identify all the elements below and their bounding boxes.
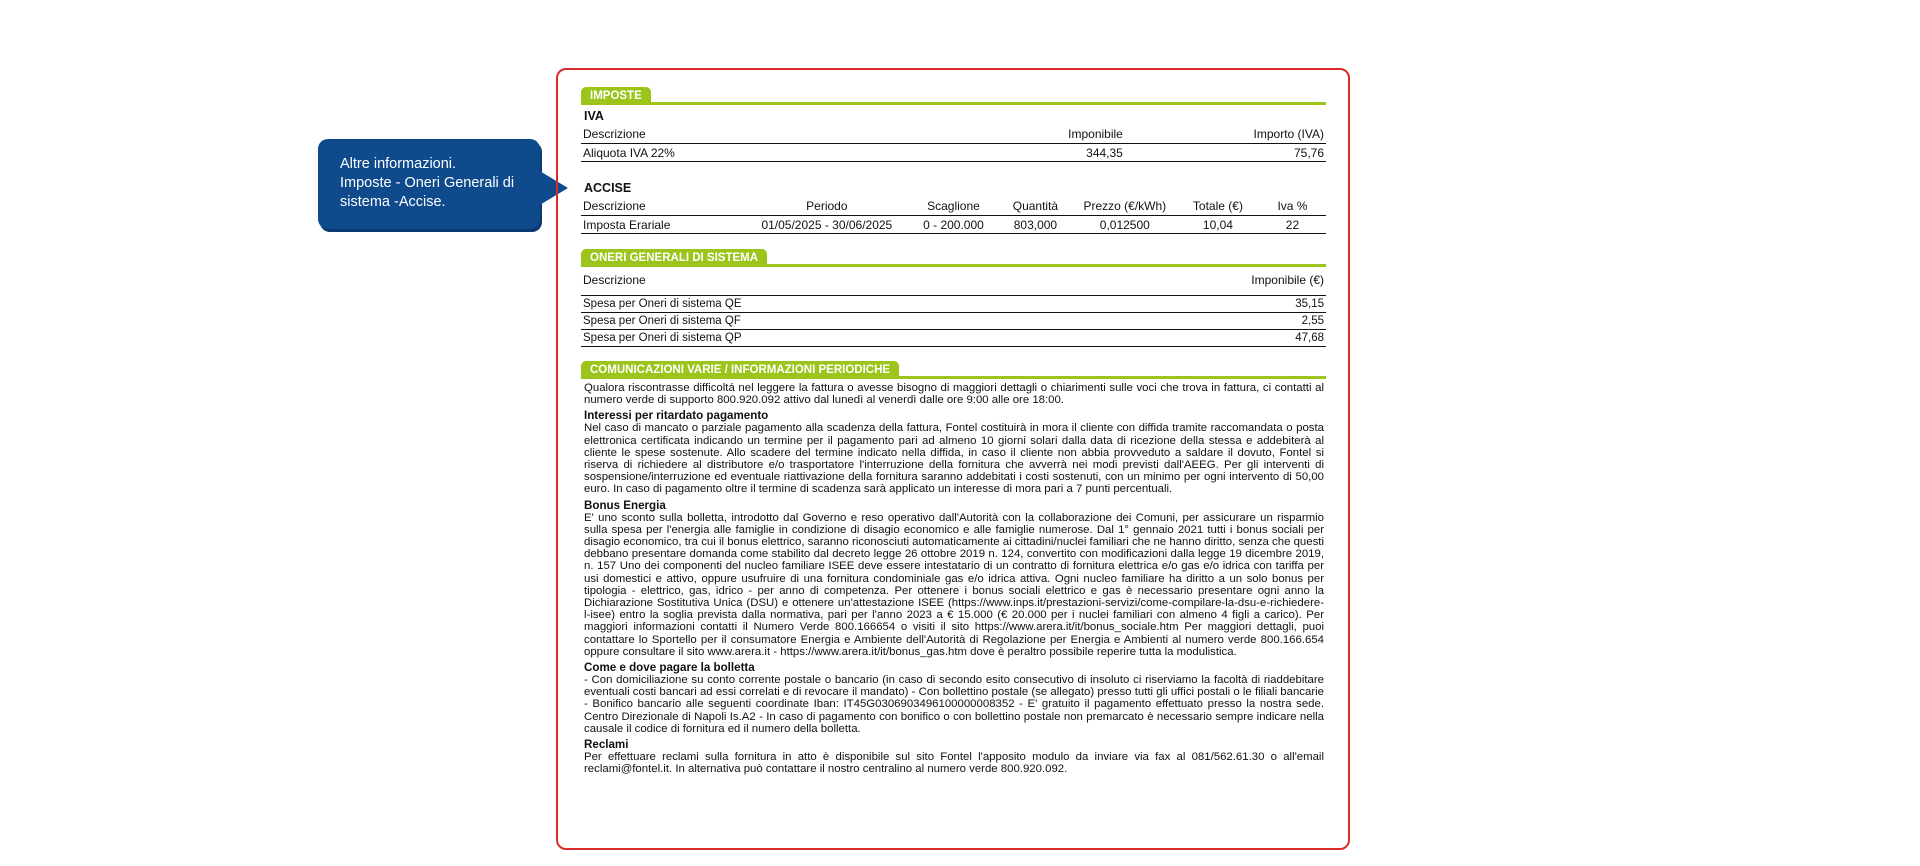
table-row: Spesa per Oneri di sistema QP 47,68 (581, 329, 1326, 347)
column-header: Quantità (998, 197, 1073, 216)
interessi-text: Nel caso di mancato o parziale pagamento… (584, 422, 1324, 496)
callout-text: Altre informazioni. Imposte - Oneri Gene… (340, 155, 530, 212)
bonus-text: E' uno sconto sulla bolletta, introdotto… (584, 511, 1324, 658)
callout-line: Altre informazioni. (340, 156, 457, 172)
section-divider (581, 376, 1326, 379)
comunicazioni-section-header: COMUNICAZIONI VARIE / INFORMAZIONI PERIO… (581, 360, 1326, 379)
table-cell: Spesa per Oneri di sistema QE (581, 295, 1088, 313)
table-cell: 35,15 (1087, 295, 1326, 313)
section-divider (581, 102, 1326, 105)
table-cell: 01/05/2025 - 30/06/2025 (744, 215, 909, 234)
column-header: Imponibile (€) (1087, 273, 1326, 296)
column-header: Imponibile (916, 125, 1125, 144)
table-row: Spesa per Oneri di sistema QE 35,15 (581, 295, 1326, 313)
intro-text: Qualora riscontrasse difficoltá nel legg… (584, 382, 1324, 407)
table-cell: Spesa per Oneri di sistema QF (581, 312, 1088, 330)
table-cell: 47,68 (1087, 329, 1326, 347)
bill-details: IMPOSTE IVA Descrizione Imponibile Impor… (581, 86, 1326, 775)
comunicazioni-section-title: COMUNICAZIONI VARIE / INFORMAZIONI PERIO… (581, 361, 900, 378)
iva-title: IVA (584, 109, 604, 123)
table-header-row: Descrizione Periodo Scaglione Quantità P… (581, 197, 1326, 216)
reclami-text: Per effettuare reclami sulla fornitura i… (584, 751, 1324, 776)
table-header-row: Descrizione Imponibile Importo (IVA) (581, 125, 1326, 144)
table-cell: 10,04 (1176, 215, 1259, 234)
imposte-section-title: IMPOSTE (581, 87, 651, 104)
column-header: Scaglione (908, 197, 999, 216)
callout-line: Imposte - Oneri Generali di (340, 175, 515, 191)
table-cell: 803,000 (998, 215, 1073, 234)
table-row: Imposta Erariale 01/05/2025 - 30/06/2025… (581, 215, 1326, 234)
pagamento-title: Come e dove pagare la bolletta (584, 661, 755, 675)
table-cell: 0,012500 (1072, 215, 1177, 234)
bonus-title: Bonus Energia (584, 498, 666, 512)
reclami-title: Reclami (584, 738, 629, 752)
iva-table: Descrizione Imponibile Importo (IVA) Ali… (581, 125, 1326, 162)
pagamento-text: - Con domiciliazione su conto corrente p… (584, 674, 1324, 735)
column-header: Iva % (1258, 197, 1326, 216)
accise-title: ACCISE (584, 181, 632, 195)
table-cell: Imposta Erariale (581, 215, 745, 234)
column-header: Descrizione (581, 197, 745, 216)
column-header: Descrizione (581, 273, 1088, 296)
table-cell: Aliquota IVA 22% (581, 143, 917, 162)
column-header: Descrizione (581, 125, 917, 144)
section-divider (581, 264, 1326, 267)
table-row: Aliquota IVA 22% 344,35 75,76 (581, 143, 1326, 162)
column-header: Prezzo (€/kWh) (1072, 197, 1177, 216)
callout-pointer (538, 170, 568, 206)
oneri-table: Descrizione Imponibile (€) Spesa per One… (581, 273, 1326, 347)
table-cell: 2,55 (1087, 312, 1326, 330)
info-callout: Altre informazioni. Imposte - Oneri Gene… (318, 139, 540, 229)
table-cell: 22 (1258, 215, 1326, 234)
table-header-row: Descrizione Imponibile (€) (581, 273, 1326, 296)
column-header: Periodo (744, 197, 909, 216)
highlight-frame (556, 68, 1350, 850)
imposte-section-header: IMPOSTE (581, 86, 1326, 105)
callout-line: sistema -Accise. (340, 194, 446, 210)
column-header: Totale (€) (1176, 197, 1259, 216)
column-header: Importo (IVA) (1124, 125, 1326, 144)
table-cell: Spesa per Oneri di sistema QP (581, 329, 1088, 347)
table-cell: 75,76 (1124, 143, 1326, 162)
table-cell: 0 - 200.000 (908, 215, 999, 234)
accise-table: Descrizione Periodo Scaglione Quantità P… (581, 197, 1326, 234)
table-row: Spesa per Oneri di sistema QF 2,55 (581, 312, 1326, 330)
table-cell: 344,35 (916, 143, 1125, 162)
oneri-section-header: ONERI GENERALI DI SISTEMA (581, 248, 1326, 267)
interessi-title: Interessi per ritardato pagamento (584, 409, 769, 423)
oneri-section-title: ONERI GENERALI DI SISTEMA (581, 249, 768, 266)
